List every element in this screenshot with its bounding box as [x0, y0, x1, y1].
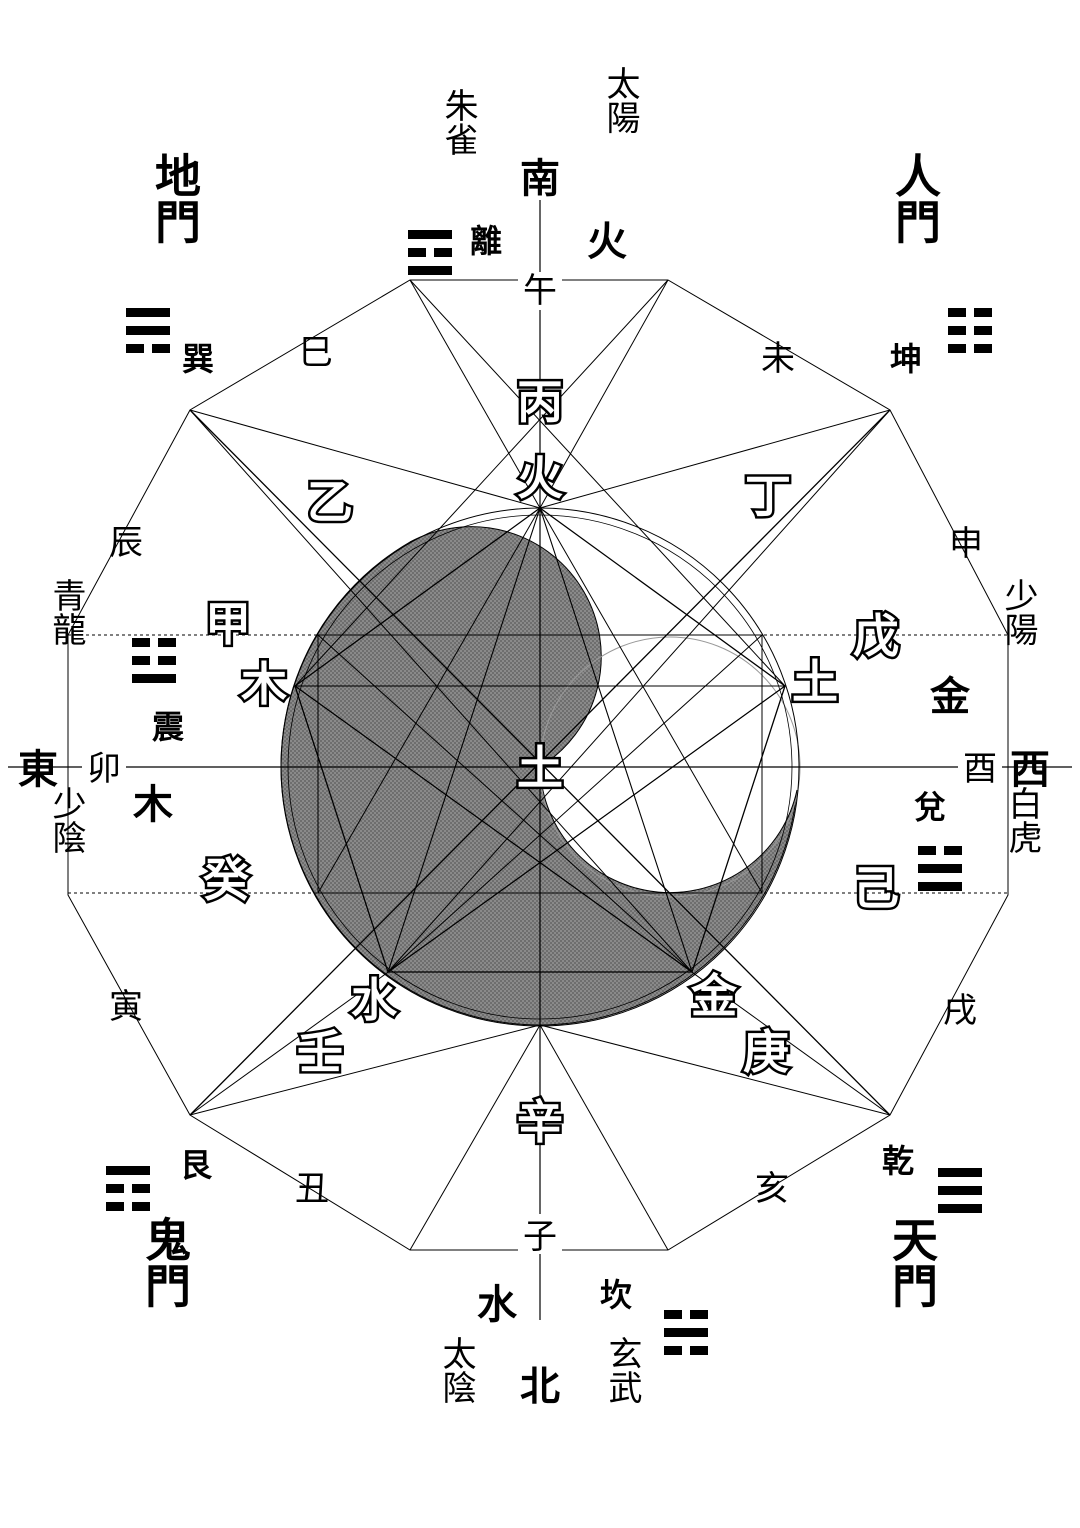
branch-wu: 午: [523, 271, 557, 311]
cross-ray-4: [294, 279, 669, 687]
trigram-dui-symbol: [918, 846, 962, 891]
direction-west: 西: [1010, 747, 1050, 793]
xuanwu-label: 玄武: [602, 1336, 642, 1404]
branch-wu-bg: [518, 272, 562, 310]
trigram-zhen-symbol: [132, 638, 176, 683]
trigram-gen-symbol: [106, 1166, 150, 1211]
cross-ray-2: [387, 409, 891, 973]
gate-dimen: 地門: [148, 152, 202, 244]
water-ray-2: [539, 1024, 669, 1251]
branch-you-bg: [958, 748, 1002, 786]
direction-south: 南: [520, 156, 560, 202]
inner-diag-3: [317, 507, 541, 894]
branch-mao: 卯: [87, 749, 121, 789]
water-ray-4: [539, 1024, 891, 1116]
trigram-kun-name: 坤: [890, 340, 922, 378]
fire-ray-3: [189, 409, 541, 509]
inner-diag-2: [387, 634, 763, 973]
gate-renmen: 人門: [888, 152, 942, 244]
trigram-xun-name: 巽: [182, 340, 214, 378]
trigram-zhen-name: 震: [152, 708, 185, 746]
direction-north: 北: [520, 1364, 560, 1410]
branch-mao-bg: [82, 748, 126, 786]
inner-diag-1: [317, 634, 693, 973]
trigram-kan-name: 坎: [600, 1276, 632, 1314]
branch-yin: 寅: [109, 987, 143, 1027]
inner-diag-4: [539, 507, 763, 894]
baihu-label: 白虎: [1002, 786, 1042, 854]
zhuque-label: 朱雀: [438, 88, 478, 156]
branch-hai: 亥: [755, 1169, 789, 1209]
trigram-kan-symbol: [664, 1310, 708, 1355]
shaoyin-label: 少陰: [46, 786, 86, 854]
fire-ray-1: [409, 279, 541, 509]
stem-yi: 乙: [307, 475, 353, 529]
inner-earth: 土: [792, 655, 838, 709]
branch-xu: 戌: [943, 991, 977, 1031]
direction-east: 東: [18, 747, 58, 793]
center-earth: 土: [517, 741, 563, 795]
trigram-xun-symbol: [126, 308, 170, 353]
trigram-li-symbol: [408, 230, 452, 275]
trigram-gen-name: 艮: [180, 1146, 213, 1184]
branch-shen: 申: [949, 524, 983, 564]
branch-zi: 子: [523, 1217, 557, 1257]
cross-ray-5: [294, 685, 891, 1116]
taiyin-label: 太陰: [436, 1336, 476, 1404]
branch-si: 巳: [299, 333, 333, 373]
water-ray-3: [189, 1024, 541, 1116]
inner-wood: 木: [241, 657, 287, 711]
branch-you: 酉: [963, 749, 997, 789]
inner-pentagon: [294, 507, 786, 973]
stem-gui: 癸: [202, 853, 250, 907]
stem-ding: 丁: [745, 469, 791, 523]
gate-guimen: 鬼門: [138, 1216, 192, 1308]
trigram-li-name: 離: [470, 222, 502, 260]
branch-zi-bg: [518, 1214, 562, 1254]
stem-ji: 己: [853, 861, 899, 915]
stem-bing: 丙: [517, 375, 563, 429]
branch-chou: 丑: [295, 1169, 329, 1209]
north-element: 水: [477, 1282, 518, 1328]
inner-pentagram: [293, 506, 787, 974]
stem-jia: 甲: [205, 597, 251, 651]
branch-wei: 未: [761, 339, 795, 379]
inner-water: 水: [351, 973, 398, 1027]
cross-ray-1: [189, 409, 693, 973]
gate-tianmen: 天門: [885, 1216, 939, 1308]
branch-chen: 辰: [109, 523, 143, 563]
trigram-qian-name: 乾: [882, 1142, 914, 1180]
cross-ray-6: [189, 685, 786, 1116]
water-ray-1: [409, 1024, 541, 1251]
trigram-dui-name: 兌: [914, 788, 946, 826]
inner-fire: 火: [517, 451, 563, 505]
inner-circle-2: [287, 514, 793, 1020]
stem-ren: 壬: [297, 1025, 343, 1079]
qinglong-label: 青龍: [46, 578, 86, 646]
stem-wu: 戊: [853, 609, 899, 663]
east-element: 木: [133, 782, 173, 828]
inner-metal: 金: [690, 969, 738, 1023]
south-element: 火: [587, 219, 627, 265]
trigram-kun-symbol: [948, 308, 992, 353]
stem-xin: 辛: [517, 1095, 563, 1149]
fire-ray-2: [539, 279, 669, 509]
taiyang-label: 太陽: [600, 66, 640, 134]
cross-ray-3: [409, 279, 786, 687]
shaoyang-label: 少陽: [998, 578, 1038, 646]
stem-geng: 庚: [743, 1025, 789, 1079]
trigram-qian-symbol: [938, 1168, 982, 1213]
fire-ray-4: [539, 409, 891, 509]
west-element: 金: [929, 674, 971, 720]
diagonal-ne-sw: [189, 409, 891, 1116]
